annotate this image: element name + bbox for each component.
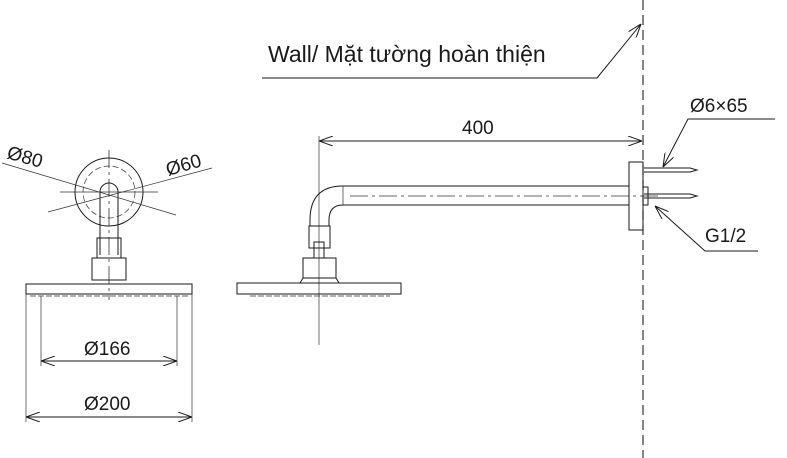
thread-callout: G1/2 bbox=[655, 206, 758, 252]
spray-face-label: Ø166 bbox=[84, 339, 130, 360]
screw-callout: Ø6×65 bbox=[663, 96, 775, 167]
shower-front-view: Ø80 Ø60 bbox=[1, 143, 213, 300]
head-diameter-dimension: Ø200 bbox=[25, 294, 193, 422]
flange-outer-label: Ø80 bbox=[5, 143, 45, 173]
spray-face-dimension: Ø166 bbox=[40, 296, 178, 366]
thread-label: G1/2 bbox=[705, 226, 746, 247]
arm-length-dimension: 400 bbox=[318, 118, 642, 345]
flange-inner-label: Ø60 bbox=[164, 151, 204, 181]
shower-arm-side-view bbox=[236, 161, 699, 297]
wall-callout: Wall/ Mặt tường hoàn thiện bbox=[262, 24, 641, 79]
arm-length-label: 400 bbox=[462, 118, 494, 139]
head-diameter-label: Ø200 bbox=[84, 394, 130, 415]
wall-leader bbox=[262, 24, 641, 79]
wall-label: Wall/ Mặt tường hoàn thiện bbox=[268, 41, 546, 67]
screw-label: Ø6×65 bbox=[690, 96, 748, 117]
